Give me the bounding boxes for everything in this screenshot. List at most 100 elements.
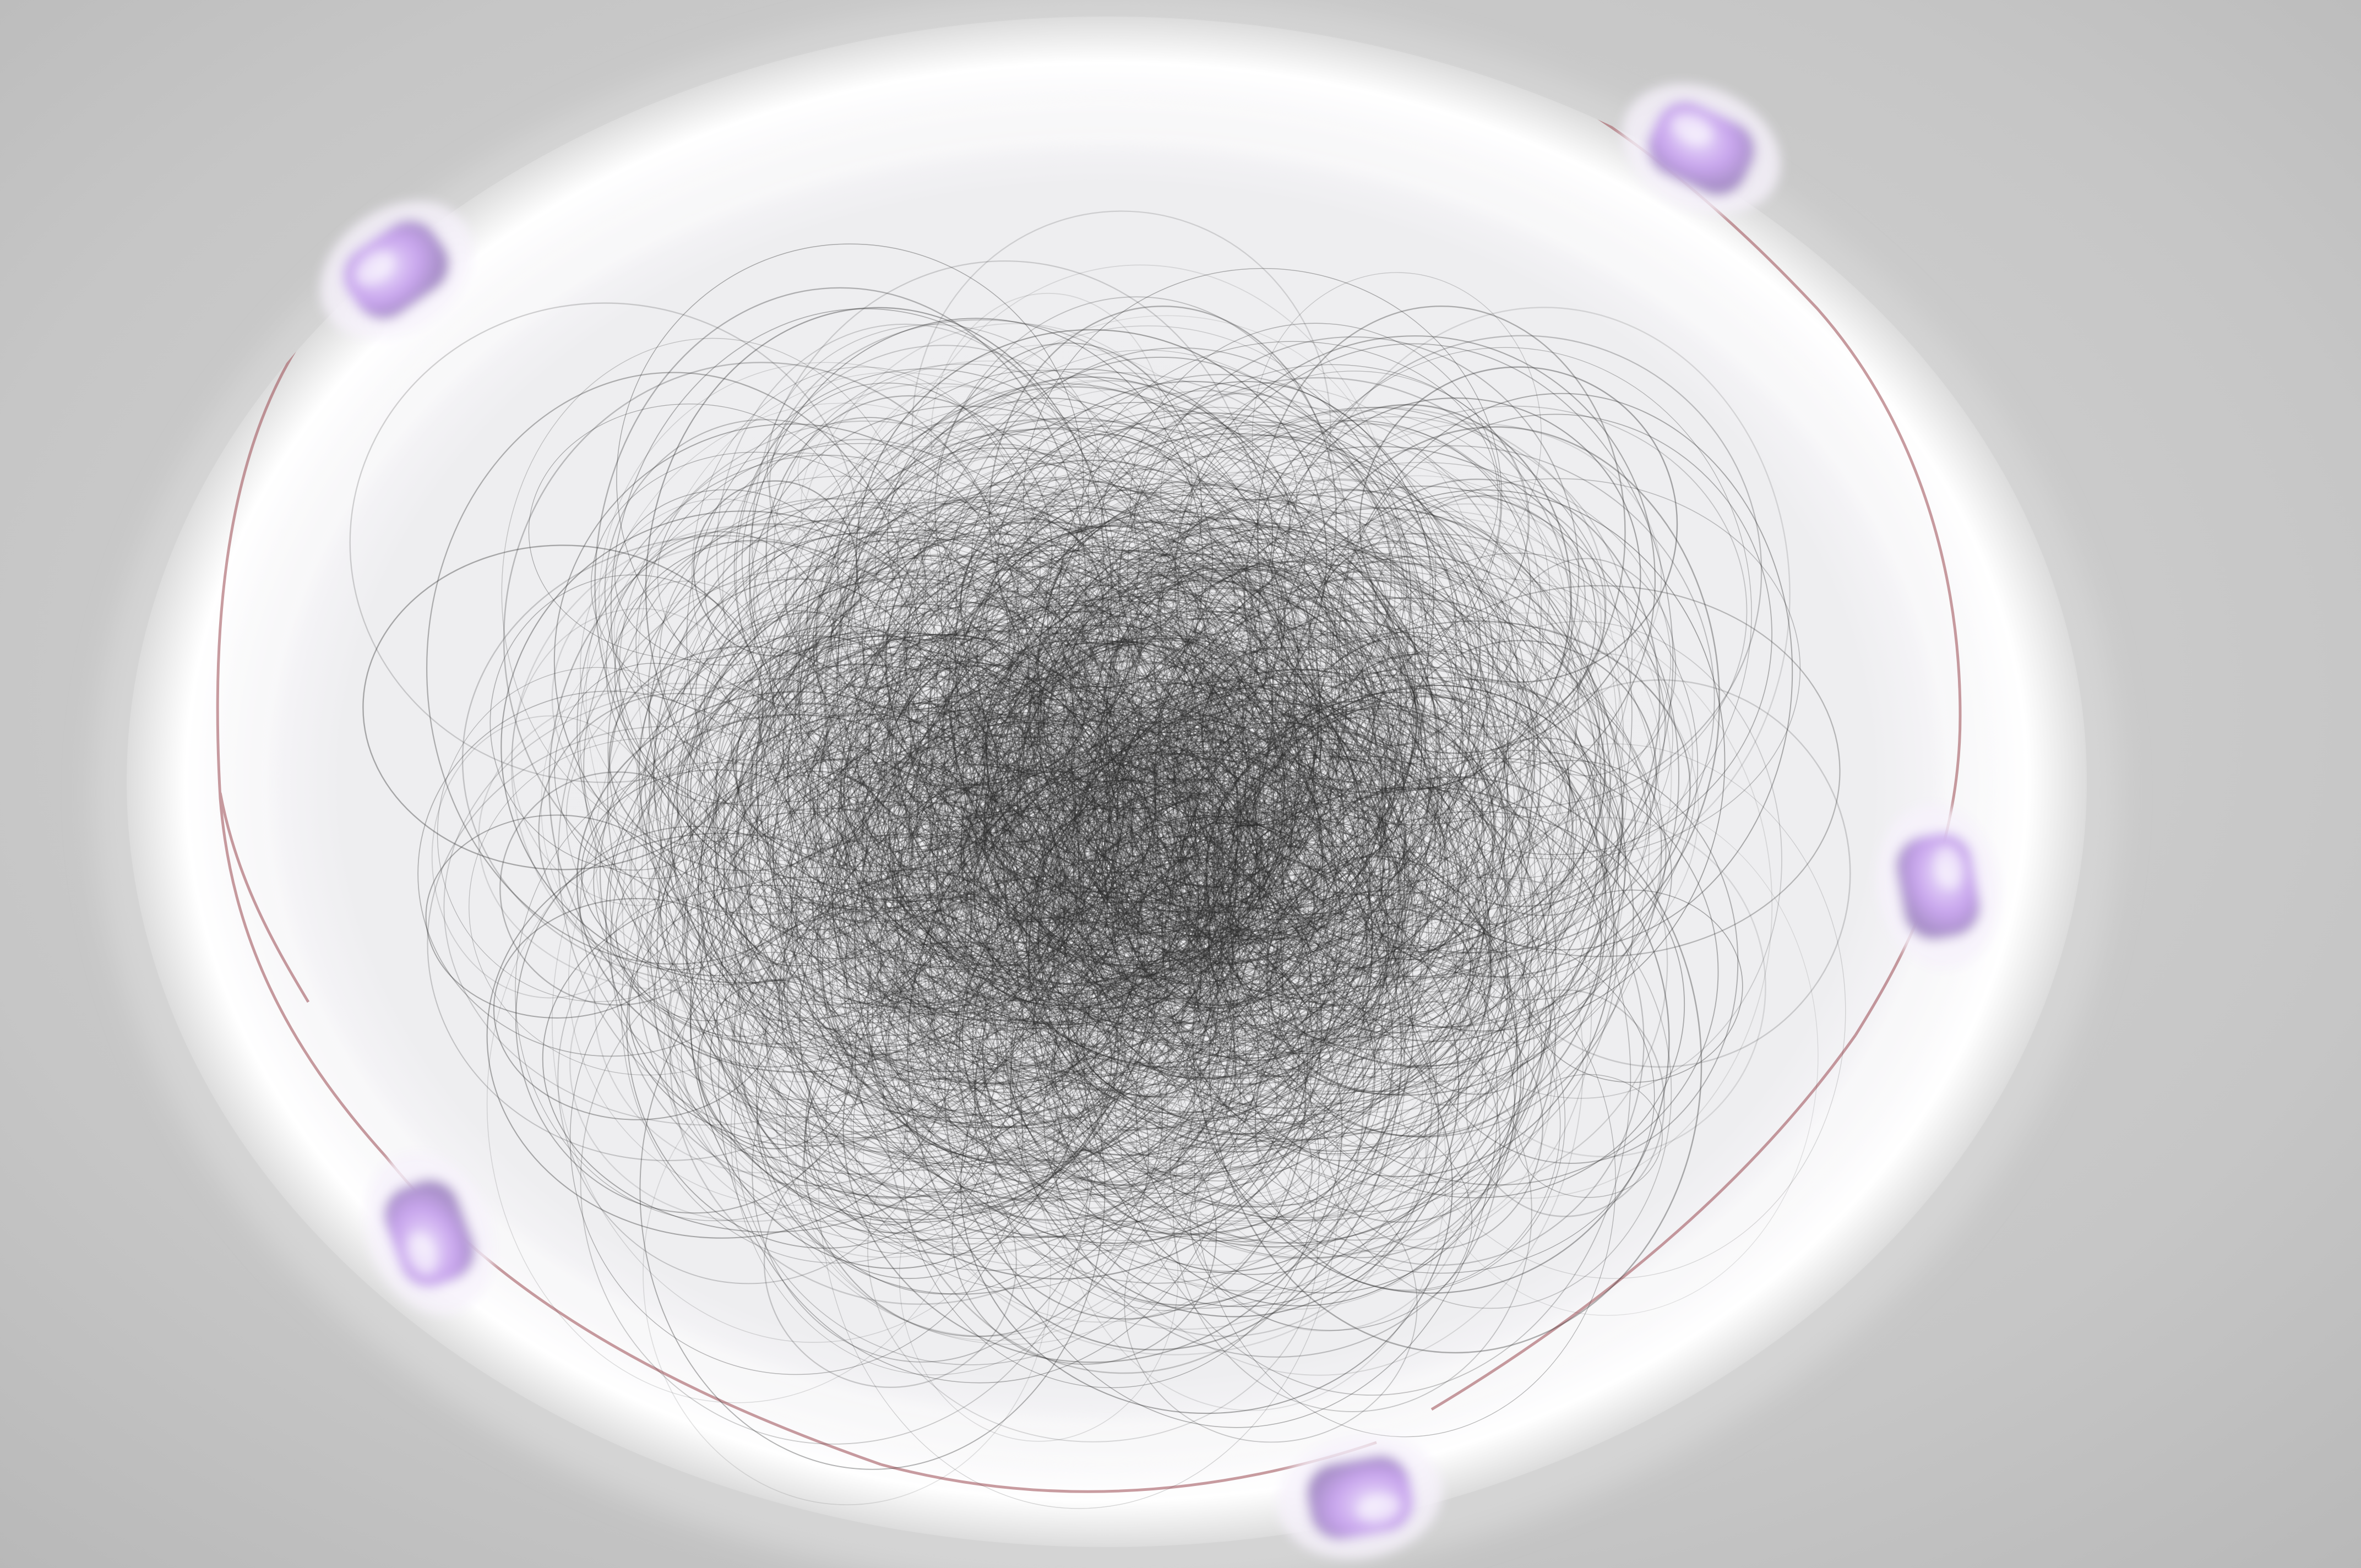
scribble-loop [758, 542, 1187, 901]
scribble-loop [663, 635, 893, 862]
scribble-loop [909, 380, 1311, 868]
scribble-loop [822, 732, 1234, 1200]
scribble-loop [1001, 527, 1342, 922]
scribble-loop [1217, 475, 1620, 915]
scribble-loop [905, 678, 1160, 922]
scribble-loop [700, 928, 942, 1199]
scribble-loop [1106, 630, 1383, 945]
scribble-loop [997, 638, 1306, 882]
scribble-loop [1081, 822, 1381, 1145]
scribble-loop [839, 709, 995, 853]
scribble-loop [1307, 965, 1558, 1183]
scribble-loop [1087, 724, 1286, 937]
scribble-loop [839, 418, 1253, 793]
scribble-loop [929, 808, 1279, 1100]
scribble-loop [952, 753, 1248, 1026]
scribble-loop [1049, 689, 1259, 874]
scribble-loop [808, 344, 1294, 932]
scribble-loop [1239, 695, 1581, 960]
scribble-loop [1092, 639, 1471, 932]
scribble-loop [949, 315, 1385, 690]
scribble-loop [916, 696, 1159, 968]
scribble-loop [1182, 767, 1368, 940]
scribble-loop [1007, 567, 1372, 984]
scribble-loop [1083, 818, 1519, 1306]
scribble-loop [769, 521, 1112, 821]
scribble-loop [921, 935, 1427, 1355]
scribble-loop [1180, 627, 1662, 1082]
scribble-loop [1156, 507, 1601, 1039]
scribble-loop [1330, 393, 1793, 951]
scribble-loop [910, 760, 1189, 1068]
scribble-loop [786, 497, 1120, 839]
scribble-loop [1201, 558, 1434, 741]
scribble-loop [736, 606, 1239, 1014]
scribble-loop [1063, 511, 1570, 1073]
scribble-loop [809, 763, 988, 903]
scribble-loop [812, 863, 1119, 1165]
scribble-loop [995, 534, 1437, 943]
scribble-loop [1173, 462, 1671, 859]
scribble-loop [1120, 925, 1483, 1218]
scribble-loop [871, 462, 1254, 839]
scribble-loop [1153, 416, 1633, 888]
scribble-loop [909, 704, 1170, 957]
scribble-loop [984, 681, 1324, 1028]
scribble-loop [1032, 540, 1199, 683]
scribble-loop [660, 813, 929, 1022]
scribble-loop [1157, 480, 1513, 780]
scribble-loop [853, 690, 1265, 1082]
scribble-loop [790, 888, 1203, 1207]
scribble-loop [956, 484, 1090, 613]
scribble-loop [871, 846, 1036, 1001]
scribble-loop [1232, 461, 1437, 677]
scribble-loop [1063, 818, 1345, 1046]
scribble-loop [730, 894, 1138, 1375]
scribble-loop [1089, 576, 1258, 733]
scribble-loop [763, 1136, 1018, 1388]
scribble-loop [732, 658, 1151, 989]
scribble-loop [499, 771, 736, 1006]
scribble-loop [1037, 759, 1387, 1149]
scribble-loop [862, 496, 1113, 786]
scribble-loop [1118, 617, 1294, 810]
scribble-loop [844, 750, 1147, 1044]
scribble-loop [1005, 750, 1358, 1047]
scribble-loop [710, 896, 1112, 1223]
scribble-loop [863, 552, 1391, 1019]
scribble-loop [784, 774, 1028, 1012]
scribble-loop [677, 571, 1157, 1046]
scribble-loop [682, 678, 1207, 1158]
scribble-loop [1130, 705, 1347, 894]
scribble-loop [863, 505, 1268, 812]
scribble-loop [904, 602, 1040, 715]
scribble-loop [695, 532, 1031, 867]
scribble-loop [1052, 789, 1242, 1000]
scribble-loop [876, 764, 1108, 967]
scribble-loop [1180, 563, 1661, 943]
scribble-loop [1101, 422, 1291, 620]
scribble-loop [771, 836, 1038, 1041]
scribble-loop [812, 816, 1025, 1004]
scribble-loop [948, 663, 1471, 1266]
scribble-loop [910, 689, 1075, 814]
scribble-loop [716, 323, 1093, 776]
scribble-loop [722, 613, 1134, 990]
scribble-loop [1189, 533, 1666, 917]
scribble-loop [816, 753, 1084, 1003]
scribble-loop [864, 481, 1330, 1032]
scribble-loop [989, 569, 1444, 938]
scribble-loop [1119, 930, 1372, 1135]
scribble-loop [819, 716, 1222, 1166]
scribble-loop [1314, 510, 1581, 730]
led-light [1876, 804, 2000, 968]
scribble-loop [1154, 668, 1334, 870]
scribble-loop [959, 791, 1375, 1311]
scribble-loop [749, 730, 884, 850]
scribble-loop [1242, 1016, 1394, 1152]
scribble-loop [697, 979, 853, 1150]
scribble-loop [1514, 1074, 1663, 1198]
scribble-loop [638, 578, 958, 967]
scribble-loop [1131, 757, 1288, 888]
scribble-loop [1158, 406, 1607, 801]
